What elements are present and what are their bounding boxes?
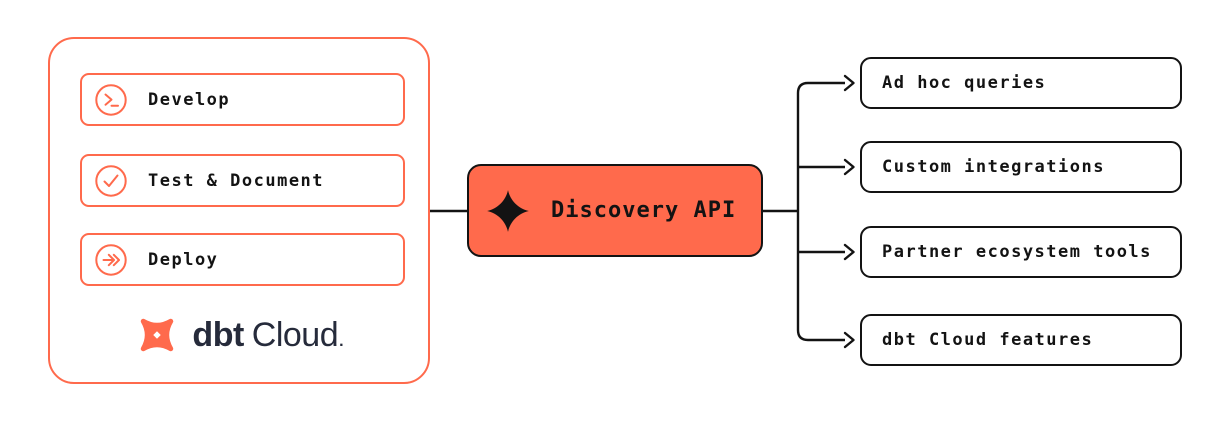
stage-deploy: Deploy [80, 233, 405, 286]
stage-test-document: Test & Document [80, 154, 405, 207]
output-ad-hoc-queries: Ad hoc queries [860, 57, 1182, 109]
discovery-api-label: Discovery API [551, 198, 737, 223]
connector-trunk [796, 81, 845, 342]
stage-develop: Develop [80, 73, 405, 126]
stage-label-deploy: Deploy [148, 249, 219, 270]
sparkle-icon [487, 189, 529, 232]
wordmark-cloud: Cloud [251, 316, 339, 354]
stage-label-develop: Develop [148, 89, 231, 110]
wordmark-trademark-dot: . [339, 333, 344, 350]
output-label: Custom integrations [882, 157, 1105, 177]
arrowhead-4 [843, 331, 855, 349]
dbt-logo-mark [141, 318, 174, 352]
dbt-cloud-panel: Develop Test & Document Deploy [48, 37, 430, 384]
arrowhead-1 [843, 74, 855, 92]
dbt-cloud-wordmark: dbt Cloud . [192, 318, 343, 352]
check-circle-icon [95, 164, 127, 197]
terminal-prompt-icon [95, 83, 127, 116]
output-label: Partner ecosystem tools [882, 242, 1152, 262]
stage-label-test-document: Test & Document [148, 170, 325, 191]
arrowhead-2 [843, 158, 855, 176]
wordmark-dbt: dbt [192, 316, 244, 354]
dbt-cloud-logo: dbt Cloud . [50, 305, 428, 365]
output-custom-integrations: Custom integrations [860, 141, 1182, 193]
output-label: Ad hoc queries [882, 73, 1047, 93]
output-label: dbt Cloud features [882, 330, 1094, 350]
output-dbt-cloud-features: dbt Cloud features [860, 314, 1182, 366]
double-arrow-circle-icon [95, 243, 127, 276]
discovery-api-node: Discovery API [467, 164, 763, 257]
output-partner-ecosystem-tools: Partner ecosystem tools [860, 226, 1182, 278]
arrowhead-3 [843, 243, 855, 261]
